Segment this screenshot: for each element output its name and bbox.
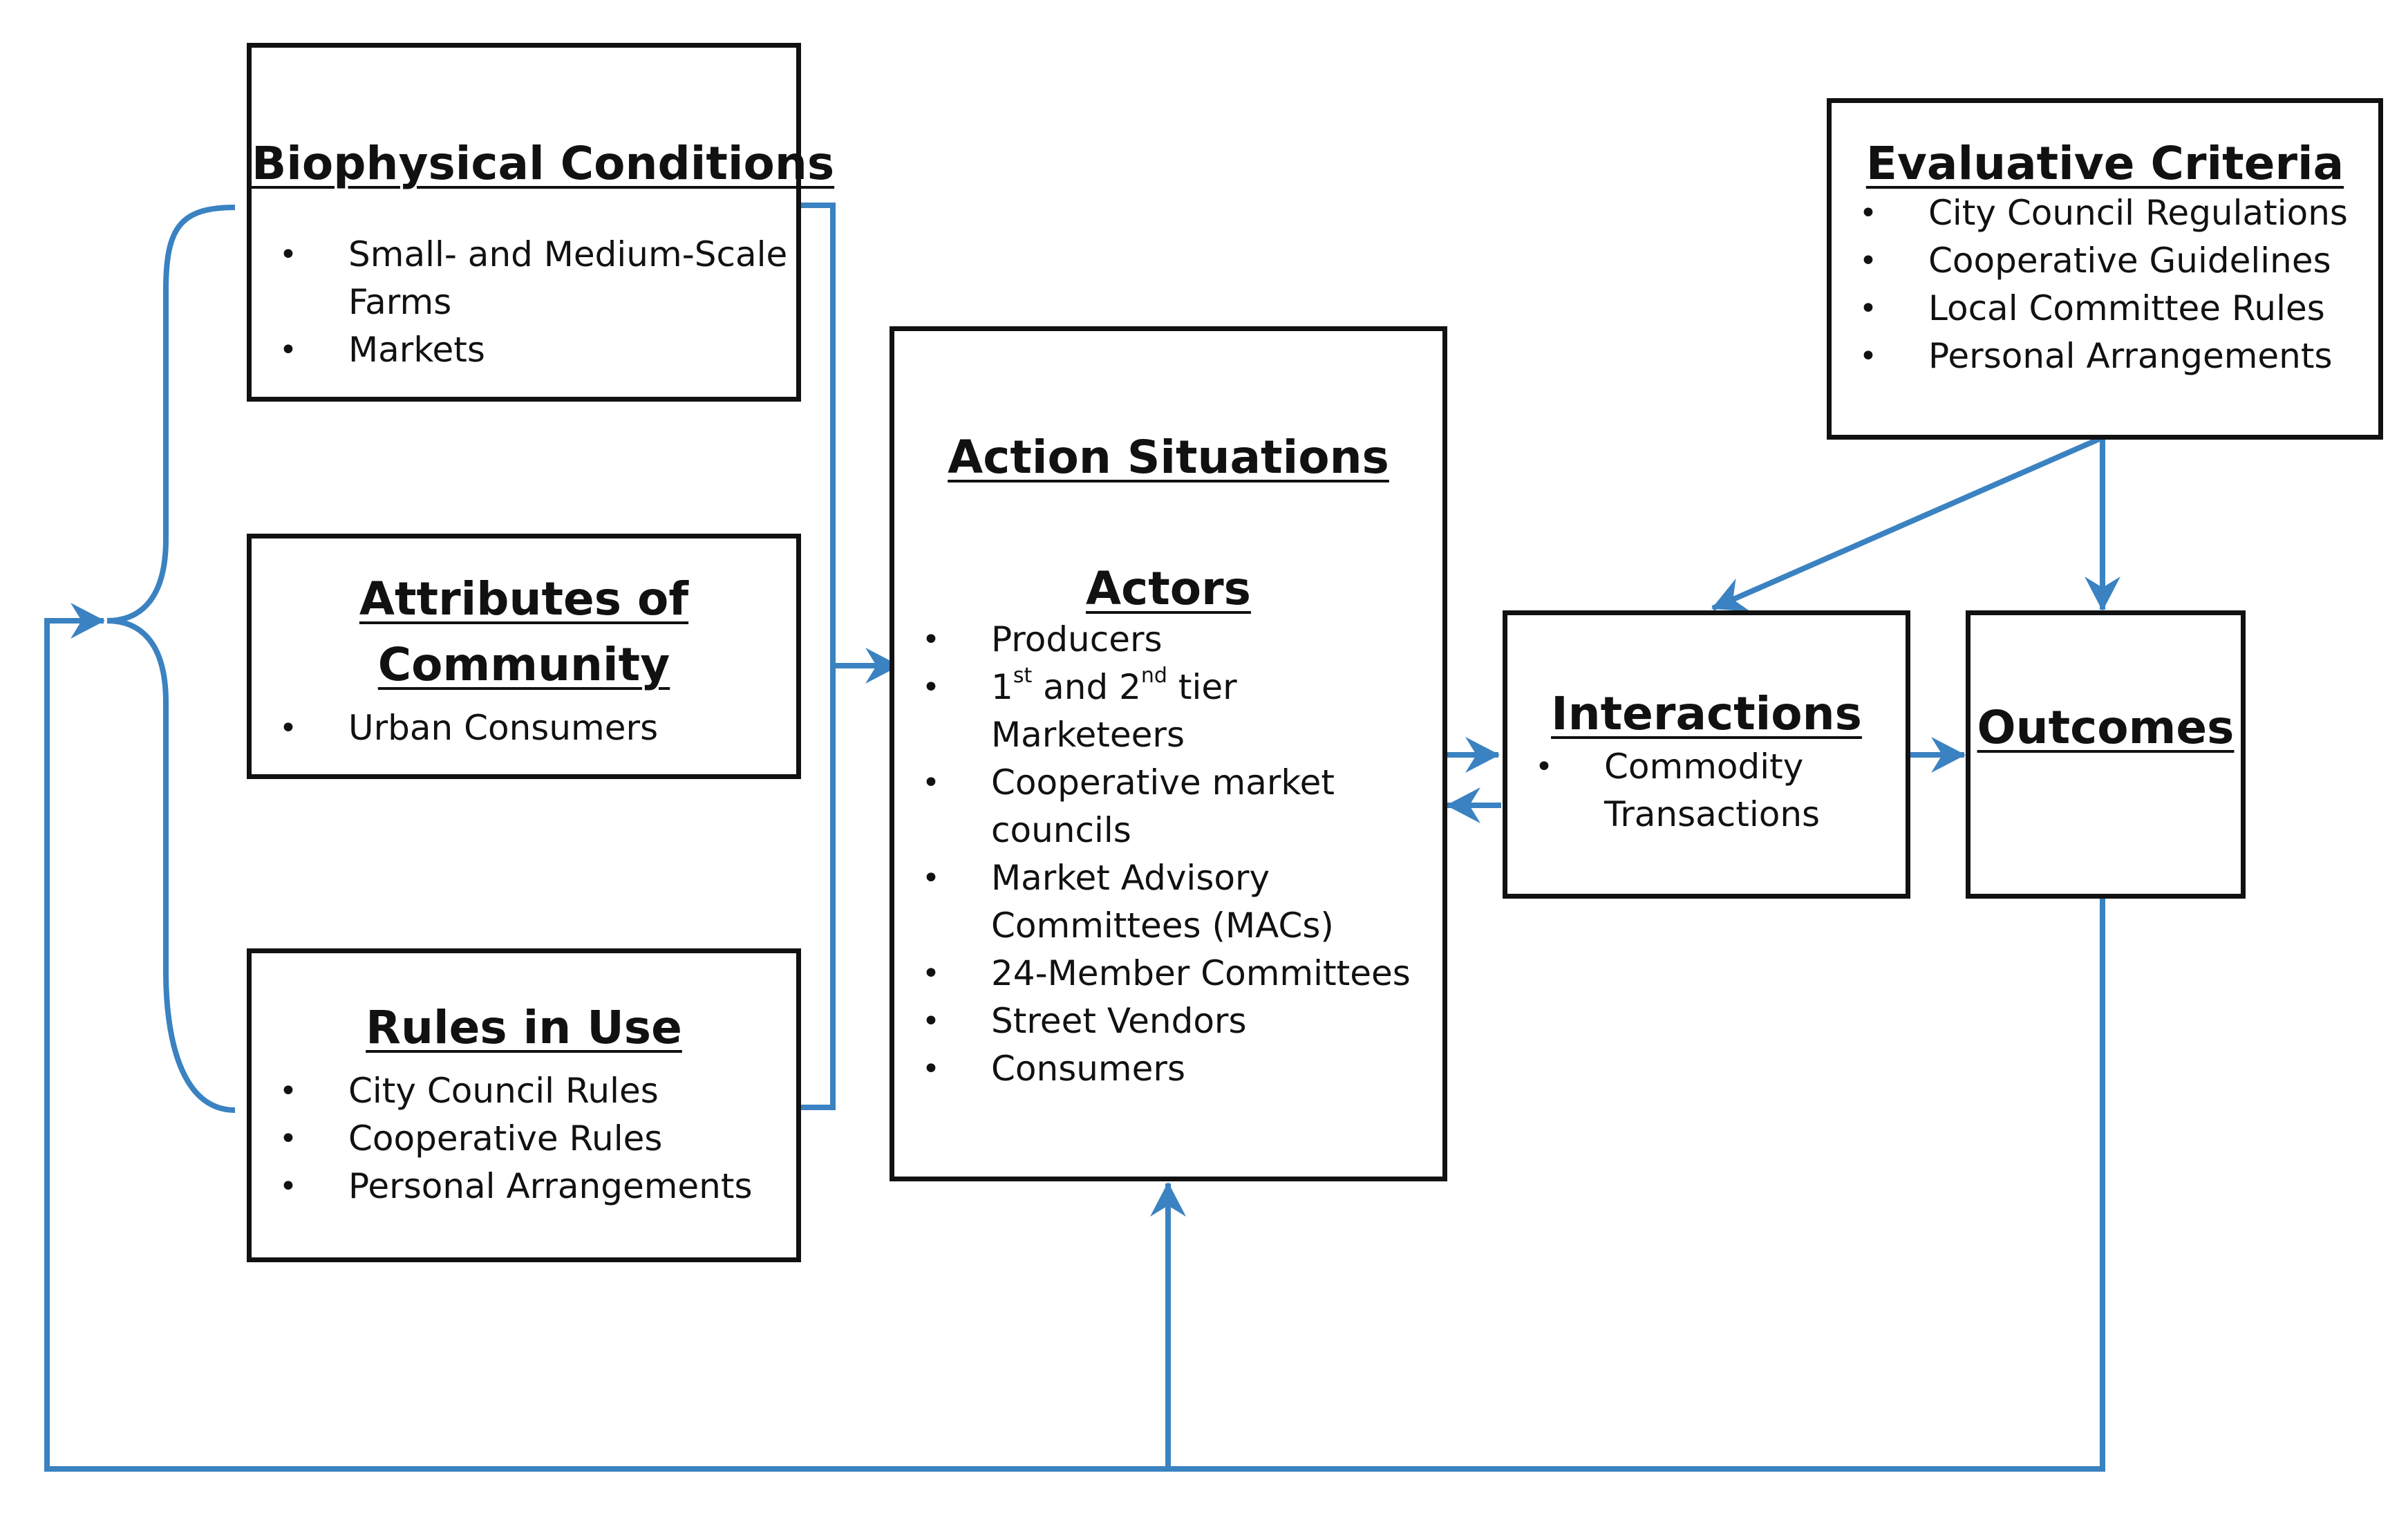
action-situations-box: Action Situations Actors Producers 1st a… xyxy=(890,326,1447,1181)
evaluative-criteria-title: Evaluative Criteria xyxy=(1865,137,2344,190)
list-item: Local Committee Rules xyxy=(1832,285,2348,332)
interactions-box: Interactions Commodity Transactions xyxy=(1503,610,1910,899)
list-item: City Council Rules xyxy=(252,1067,753,1115)
list-item: Commodity Transactions xyxy=(1507,743,1820,838)
evaluative-criteria-box: Evaluative Criteria City Council Regulat… xyxy=(1827,98,2383,440)
list-item: Cooperative Guidelines xyxy=(1832,237,2348,285)
list-item: Urban Consumers xyxy=(252,704,658,752)
list-item: Cooperative Rules xyxy=(252,1115,753,1163)
rules-in-use-box: Rules in Use City Council Rules Cooperat… xyxy=(247,948,801,1262)
list-item: Markets xyxy=(252,326,787,374)
evaluative-criteria-list: City Council Regulations Cooperative Gui… xyxy=(1832,189,2348,380)
list-item: Market Advisory Committees (MACs) xyxy=(894,854,1411,950)
list-item: Small- and Medium-Scale Farms xyxy=(252,231,787,326)
outcomes-title: Outcomes xyxy=(1977,701,2235,754)
actors-title: Actors xyxy=(1086,562,1251,615)
list-item: Personal Arrangements xyxy=(252,1163,753,1210)
list-item: City Council Regulations xyxy=(1832,189,2348,237)
list-item: Personal Arrangements xyxy=(1832,332,2348,380)
left-brace xyxy=(106,205,236,1113)
outcomes-box: Outcomes xyxy=(1966,610,2246,899)
biophysical-conditions-title: Biophysical Conditions xyxy=(252,137,835,190)
list-item: Consumers xyxy=(894,1045,1411,1093)
attributes-of-community-title-line2: Community xyxy=(377,638,670,691)
biophysical-conditions-list: Small- and Medium-Scale Farms Markets xyxy=(252,231,787,374)
rules-in-use-list: City Council Rules Cooperative Rules Per… xyxy=(252,1067,753,1210)
actors-list: Producers 1st and 2nd tier Marketeers Co… xyxy=(894,616,1411,1093)
attributes-of-community-title-line1: Attributes of xyxy=(359,572,689,626)
biophysical-conditions-box: Biophysical Conditions Small- and Medium… xyxy=(247,43,835,402)
action-situations-title: Action Situations xyxy=(948,431,1389,484)
arrow-evaluative-to-interactions xyxy=(1711,435,2104,612)
list-item: Street Vendors xyxy=(894,997,1411,1045)
feedback-loop xyxy=(44,603,2105,1472)
interactions-list: Commodity Transactions xyxy=(1507,743,1820,838)
list-item: 24-Member Committees xyxy=(894,950,1411,997)
right-bracket xyxy=(788,203,836,1110)
list-item: Cooperative market councils xyxy=(894,759,1411,854)
rules-in-use-title: Rules in Use xyxy=(366,1001,682,1054)
attributes-of-community-list: Urban Consumers xyxy=(252,704,658,752)
interactions-title: Interactions xyxy=(1551,687,1862,740)
list-item: Producers xyxy=(894,616,1411,664)
attributes-of-community-box: Attributes of Community Urban Consumers xyxy=(247,534,801,779)
list-item: 1st and 2nd tier Marketeers xyxy=(894,664,1411,759)
